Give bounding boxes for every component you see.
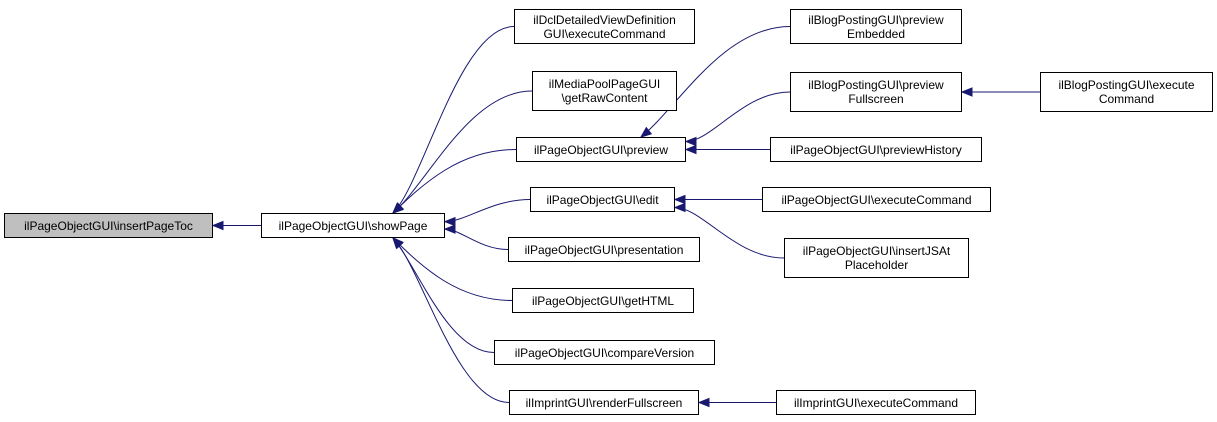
node-blogExec[interactable]: ilBlogPostingGUI\execute Command xyxy=(1040,72,1213,112)
arrowhead-showPage-preview xyxy=(392,202,404,214)
edge-showPage-dclExec xyxy=(392,26,515,214)
arrowhead-blogFullscreen-blogExec xyxy=(960,87,973,97)
arrowhead-renderFullscreen-imprintExec xyxy=(697,397,710,408)
arrowhead-showPage-renderFullscreen xyxy=(392,237,404,249)
arrowhead-preview-previewHistory xyxy=(684,144,697,155)
node-renderFullscreen[interactable]: ilImprintGUI\renderFullscreen xyxy=(509,390,699,415)
arrowhead-preview-blogFullscreen xyxy=(684,136,697,147)
edge-showPage-preview xyxy=(392,149,517,214)
node-imprintExec[interactable]: ilImprintGUI\executeCommand xyxy=(776,390,976,415)
node-compareVersion[interactable]: ilPageObjectGUI\compareVersion xyxy=(494,340,715,365)
edge-preview-blogEmbedded xyxy=(640,26,791,138)
arrowhead-preview-blogEmbedded xyxy=(639,126,653,138)
node-getHTML[interactable]: ilPageObjectGUI\getHTML xyxy=(512,288,694,313)
node-executeCommand[interactable]: ilPageObjectGUI\executeCommand xyxy=(762,187,991,212)
node-previewHistory[interactable]: ilPageObjectGUI\previewHistory xyxy=(770,137,982,162)
arrowhead-insertPageToc-showPage xyxy=(211,220,224,231)
edge-showPage-mediaPool xyxy=(392,90,533,214)
node-insertJSAt[interactable]: ilPageObjectGUI\insertJSAt Placeholder xyxy=(784,238,969,278)
node-edit[interactable]: ilPageObjectGUI\edit xyxy=(530,187,675,212)
edge-preview-blogFullscreen xyxy=(685,91,791,142)
node-insertPageToc[interactable]: ilPageObjectGUI\insertPageToc xyxy=(4,213,213,238)
edge-showPage-getHTML xyxy=(392,237,513,301)
arrowhead-showPage-presentation xyxy=(443,224,456,234)
node-showPage[interactable]: ilPageObjectGUI\showPage xyxy=(261,213,445,238)
node-mediaPool[interactable]: ilMediaPoolPageGUI \getRawContent xyxy=(532,71,677,111)
node-blogFullscreen[interactable]: ilBlogPostingGUI\preview Fullscreen xyxy=(790,72,962,112)
edge-showPage-edit xyxy=(444,199,531,223)
arrowhead-showPage-edit xyxy=(443,216,456,227)
node-dclExec[interactable]: ilDclDetailedViewDefinition GUI\executeC… xyxy=(514,9,695,44)
edge-showPage-compareVersion xyxy=(392,237,495,353)
edge-showPage-renderFullscreen xyxy=(392,237,510,403)
node-preview[interactable]: ilPageObjectGUI\preview xyxy=(516,137,686,162)
node-blogEmbedded[interactable]: ilBlogPostingGUI\preview Embedded xyxy=(790,9,962,44)
node-presentation[interactable]: ilPageObjectGUI\presentation xyxy=(508,237,700,262)
arrowhead-edit-executeCommand xyxy=(673,194,686,205)
arrowhead-edit-insertJSAt xyxy=(673,202,686,213)
